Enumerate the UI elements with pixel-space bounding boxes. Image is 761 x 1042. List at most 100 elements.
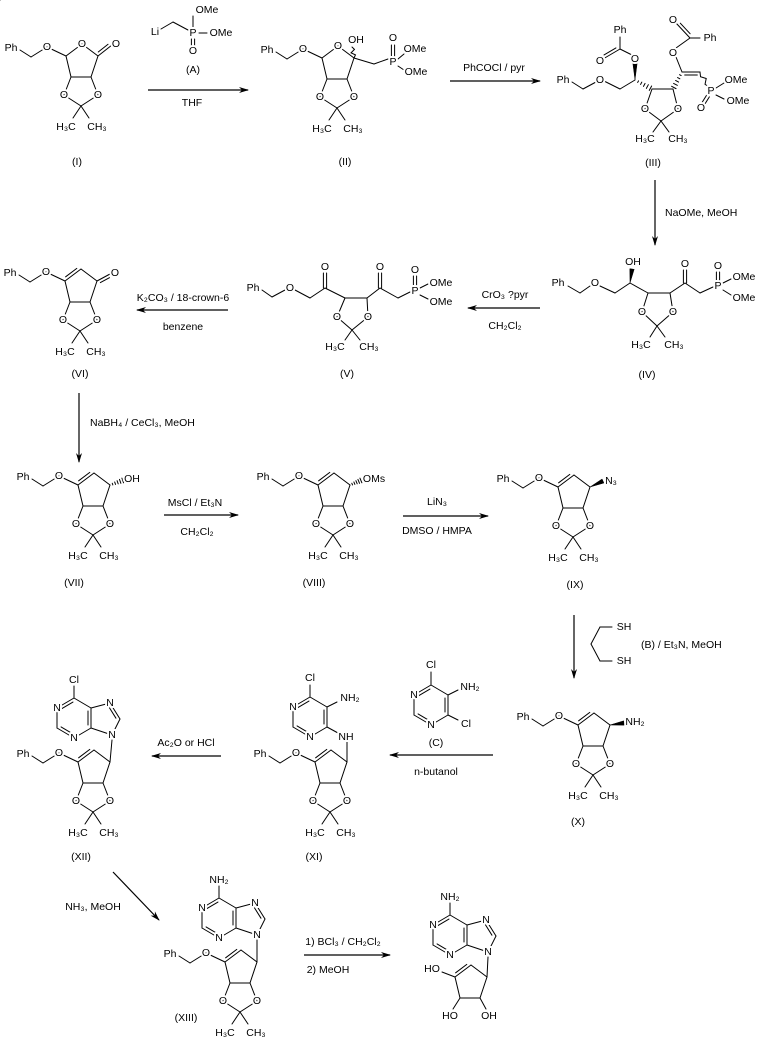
o-atom-label: O <box>253 995 261 1007</box>
bond <box>73 727 92 739</box>
bond <box>602 48 621 60</box>
bond <box>339 761 348 784</box>
wedge-bond <box>609 720 625 726</box>
bond <box>315 748 328 759</box>
oh-atom-label: OH <box>481 1010 497 1022</box>
o-atom-label: O <box>60 89 68 101</box>
bond <box>77 761 84 784</box>
bond <box>71 330 81 344</box>
n-atom-label: N <box>215 932 223 944</box>
bond <box>575 763 594 776</box>
bond <box>319 96 338 109</box>
bond <box>555 525 574 538</box>
reagent-text: NaBH₄ / CeCl₃, MeOH <box>90 417 195 429</box>
bond <box>318 471 331 482</box>
ome-atom-label: OMe <box>733 292 756 304</box>
bond <box>81 43 99 57</box>
bond <box>64 280 71 303</box>
o-atom-label: O <box>346 518 354 530</box>
bond <box>336 107 346 121</box>
bond <box>555 507 564 527</box>
hash-mark <box>121 477 125 484</box>
bond <box>249 961 258 984</box>
o-atom-label: O <box>343 795 351 807</box>
o-atom-label: O <box>111 267 119 279</box>
bond <box>629 282 649 294</box>
bond <box>353 57 375 65</box>
o-atom-label: O <box>72 518 80 530</box>
bond <box>452 997 461 1010</box>
compound-label-VI: (VI) <box>72 368 89 380</box>
bond <box>578 711 591 722</box>
bond <box>235 902 256 909</box>
bond <box>75 800 94 813</box>
reagent-text: THF <box>182 97 202 109</box>
reagent-text: 2) MeOH <box>307 964 350 976</box>
bond <box>379 287 399 299</box>
ph-atom-label: Ph <box>17 471 30 483</box>
bond <box>644 108 662 122</box>
bond <box>602 724 611 747</box>
hash-mark <box>679 74 682 77</box>
bond <box>218 927 237 939</box>
o-atom-label: O <box>78 38 86 50</box>
ome-atom-label: OMe <box>430 296 453 308</box>
ch3-atom-label: CH₃ <box>339 550 358 562</box>
bond <box>346 78 355 98</box>
o-atom-label: O <box>641 103 649 115</box>
bond <box>205 952 226 963</box>
nh2-atom-label: NH₂ <box>460 681 479 693</box>
bond <box>72 105 82 119</box>
bond <box>261 289 273 298</box>
bond <box>45 271 66 282</box>
bond <box>218 897 237 909</box>
bond <box>253 906 262 919</box>
n-atom-label: N <box>306 731 314 743</box>
ome-atom-label: OMe <box>727 95 750 107</box>
bond <box>205 926 219 935</box>
bond <box>522 477 540 489</box>
bond <box>432 944 451 956</box>
reagent-text: CH₂Cl₂ <box>180 526 213 538</box>
bond <box>324 534 334 548</box>
bond <box>78 471 91 482</box>
bond <box>89 301 98 321</box>
o-atom-label: O <box>286 282 294 294</box>
bond <box>92 800 111 813</box>
bond <box>577 724 584 747</box>
o-atom-label: O <box>316 91 324 103</box>
n-atom-label: N <box>108 729 116 741</box>
bond <box>92 534 102 548</box>
bond <box>449 914 468 926</box>
bond <box>31 755 44 764</box>
bond <box>249 982 258 1002</box>
oh-atom-label: OH <box>124 473 140 485</box>
ph-atom-label: Ph <box>614 24 627 36</box>
hash-mark <box>642 82 646 87</box>
ph-atom-label: Ph <box>517 711 530 723</box>
n-atom-label: N <box>198 902 206 914</box>
bond <box>62 301 71 321</box>
h3c-atom-label: H₃C <box>68 550 88 562</box>
o-atom-label: O <box>350 91 358 103</box>
h3c-atom-label: H₃C <box>568 790 588 802</box>
reagent-text: DMSO / HMPA <box>402 525 472 537</box>
wedge-bond <box>589 478 605 488</box>
bond <box>436 943 450 952</box>
hash-mark <box>640 81 643 85</box>
n-atom-label: N <box>484 946 492 958</box>
compound-label-V: (V) <box>340 368 354 380</box>
p-atom-label: P <box>411 285 418 297</box>
ch3-atom-label: CH₃ <box>579 552 598 564</box>
bond <box>312 782 321 802</box>
bond <box>240 949 258 963</box>
bond <box>292 726 311 738</box>
bond <box>675 56 683 73</box>
bond <box>336 297 346 318</box>
reagent-text: PhCOCl / pyr <box>463 62 525 74</box>
h3c-atom-label: H₃C <box>308 550 328 562</box>
bond <box>90 76 99 96</box>
bond <box>466 944 489 953</box>
bond <box>346 57 355 80</box>
